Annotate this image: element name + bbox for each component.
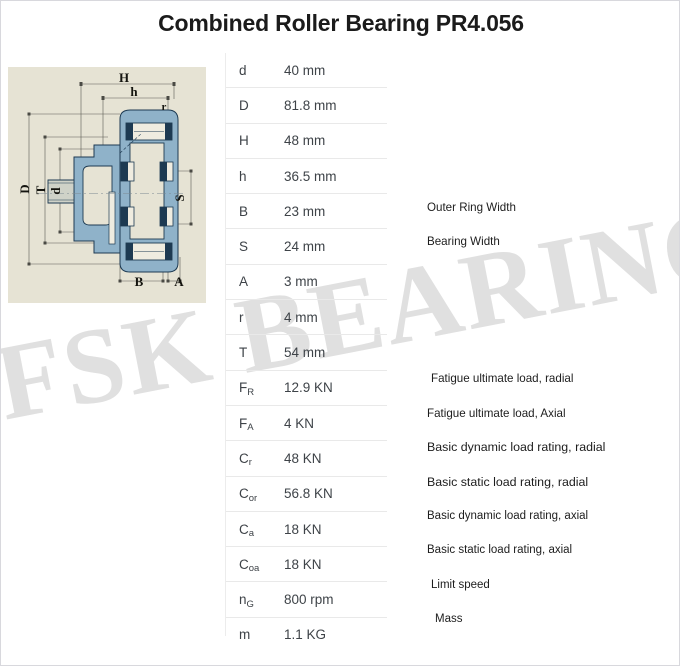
description-cell: Basic dynamic load rating, radial	[427, 440, 606, 455]
table-row: A 3 mm	[226, 263, 387, 299]
table-row: T 54 mm	[226, 334, 387, 369]
dimension-label-h: h	[130, 84, 138, 99]
spec-value: 40 mm	[284, 62, 326, 78]
spec-symbol: FR	[239, 380, 255, 398]
bearing-drawing: H h r B A D T d S	[8, 67, 206, 303]
description-cell: Bearing Width	[427, 235, 500, 249]
description-cell: Basic static load rating, radial	[427, 474, 589, 489]
description-cell	[427, 293, 677, 327]
table-row: Ca 18 KN	[226, 510, 387, 546]
table-row: nG 800 rpm	[226, 581, 387, 616]
description-cell: Basic dynamic load rating, axial	[427, 510, 589, 522]
dimension-label-d: d	[48, 187, 63, 195]
table-left-rule	[225, 53, 226, 636]
spec-symbol: d	[239, 62, 247, 78]
table-row: Cor 56.8 KN	[226, 475, 387, 511]
table-row: FR 12.9 KN	[226, 369, 387, 405]
specification-table: d 40 mm D 81.8 mm H 48 mm h 36.5 mm B 23…	[226, 53, 387, 652]
dimension-label-A: A	[174, 274, 184, 289]
table-row: B 23 mm	[226, 193, 387, 228]
spec-value: 4 mm	[284, 309, 318, 325]
spec-value: 48 KN	[284, 450, 322, 466]
spec-value: 36.5 mm	[284, 168, 337, 184]
table-row: r 4 mm	[226, 299, 387, 334]
dimension-label-S: S	[172, 194, 187, 201]
description-cell: Limit speed	[431, 578, 490, 591]
spec-value: 12.9 KN	[284, 380, 333, 396]
spec-value: 81.8 mm	[284, 97, 337, 113]
spec-symbol: B	[239, 203, 249, 219]
spec-symbol: A	[239, 274, 249, 290]
spec-value: 23 mm	[284, 203, 326, 219]
spec-value: 48 mm	[284, 133, 326, 149]
description-cell: Basic static load rating, axial	[427, 544, 573, 557]
description-column: Outer Ring Width Bearing Width Fatigue u…	[427, 53, 677, 636]
dimension-label-B: B	[135, 274, 144, 289]
table-row: m 1.1 KG	[226, 616, 387, 652]
table-row: Cr 48 KN	[226, 440, 387, 475]
description-cell: Fatigue ultimate load, Axial	[427, 406, 566, 420]
description-cell	[427, 122, 677, 156]
spec-symbol: S	[239, 239, 249, 255]
table-row: Coa 18 KN	[226, 546, 387, 581]
table-row: D 81.8 mm	[226, 87, 387, 122]
spec-symbol: Cr	[239, 450, 252, 469]
spec-symbol: h	[239, 168, 247, 184]
description-cell: Fatigue ultimate load, radial	[431, 372, 574, 386]
spec-symbol: FA	[239, 415, 254, 434]
table-row: H 48 mm	[226, 122, 387, 158]
spec-symbol: Cor	[239, 486, 258, 504]
spec-symbol: Coa	[239, 556, 260, 575]
table-row: FA 4 KN	[226, 404, 387, 440]
description-cell	[427, 156, 677, 190]
dimension-label-T: T	[33, 185, 48, 194]
spec-value: 3 mm	[284, 274, 318, 290]
spec-value: 1.1 KG	[284, 627, 327, 643]
spec-symbol: D	[239, 97, 249, 113]
page-title: Combined Roller Bearing PR4.056	[158, 10, 524, 36]
description-cell: Mass	[435, 612, 463, 625]
spec-value: 56.8 KN	[284, 486, 333, 502]
table-row: d 40 mm	[226, 53, 387, 87]
table-row: h 36.5 mm	[226, 157, 387, 193]
description-cell	[427, 259, 677, 293]
dimension-label-r: r	[162, 101, 167, 113]
spec-symbol: T	[239, 345, 248, 361]
spec-value: 800 rpm	[284, 592, 334, 608]
spec-value: 24 mm	[284, 239, 326, 255]
spec-value: 18 KN	[284, 556, 322, 572]
spec-symbol: r	[239, 309, 244, 325]
description-cell	[427, 53, 677, 87]
description-cell	[427, 327, 677, 361]
spec-value: 54 mm	[284, 345, 326, 361]
dimension-label-H: H	[119, 70, 129, 85]
table-row: S 24 mm	[226, 228, 387, 263]
spec-symbol: H	[239, 133, 249, 149]
description-cell: Outer Ring Width	[427, 200, 516, 214]
spec-value: 18 KN	[284, 521, 322, 537]
description-cell	[427, 87, 677, 121]
spec-symbol: m	[239, 627, 251, 643]
dimension-label-D: D	[17, 184, 32, 193]
spec-value: 4 KN	[284, 415, 315, 431]
spec-symbol: Ca	[239, 521, 255, 540]
spec-symbol: nG	[239, 592, 254, 610]
